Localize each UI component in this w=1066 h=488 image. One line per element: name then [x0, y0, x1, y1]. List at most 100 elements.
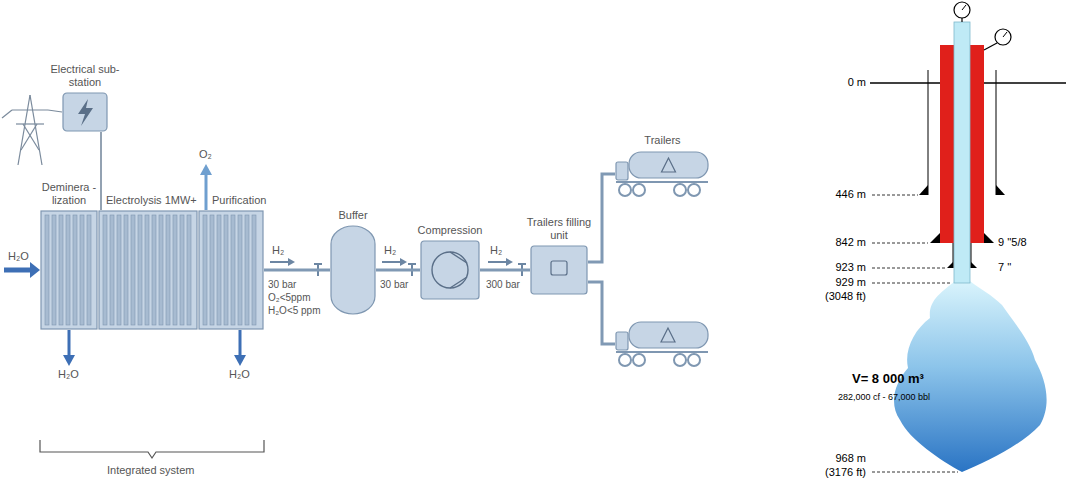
volume-label: V= 8 000 m³	[852, 371, 924, 387]
flow-label: H₂O	[8, 250, 29, 263]
well-casing	[996, 70, 997, 195]
electrolysis-unit-shape	[99, 211, 197, 329]
pressure-label: 30 bar	[380, 278, 408, 291]
flow-arrow	[270, 261, 289, 263]
purification-unit-shape	[203, 215, 207, 325]
well-casing	[947, 262, 953, 268]
flow-label: H₂O	[229, 368, 250, 381]
flow-label: H₂	[490, 244, 502, 257]
trailer-shape	[616, 162, 628, 180]
bracket	[40, 440, 264, 458]
purity-label: H₂O<5 ppm	[268, 304, 321, 317]
casing-size: 7 ''	[998, 261, 1011, 274]
purification-unit-shape	[217, 215, 221, 325]
depth-leader	[872, 243, 928, 244]
depth-leader	[872, 195, 958, 472]
filling-unit-shape	[531, 246, 587, 294]
trailer-shape	[633, 184, 645, 196]
compressor-shape	[450, 277, 467, 288]
well-casing	[919, 185, 928, 195]
well-casing	[870, 22, 1066, 283]
electrolysis-unit-shape	[117, 215, 121, 325]
electrolysis-unit-shape	[145, 215, 149, 325]
trailer-shape	[688, 184, 700, 196]
demineralization-unit-shape	[45, 215, 49, 325]
power-pylon	[16, 123, 44, 124]
well-casing	[954, 22, 970, 283]
demineralization-unit-shape	[52, 215, 56, 325]
buffer-tank-shape	[330, 225, 376, 315]
purification-unit-shape	[199, 211, 263, 329]
power-connection	[100, 132, 102, 210]
well-casing	[971, 262, 977, 268]
pressure-gauge	[984, 43, 997, 50]
demineralization-unit-shape	[59, 215, 63, 325]
water-inlet-arrow	[4, 268, 32, 273]
purification-unit-shape	[231, 215, 235, 325]
depth-leader	[872, 472, 958, 473]
pressure-label: 300 bar	[486, 278, 520, 291]
power-pylon	[21, 124, 37, 150]
hydrogen-pipe	[480, 269, 530, 272]
valve-symbol	[518, 263, 526, 265]
demineralization-unit-shape	[80, 215, 84, 325]
hydrogen-pipe	[588, 174, 615, 262]
trailer-shape	[615, 150, 710, 198]
trailer-shape	[674, 184, 686, 196]
valve-symbol	[408, 263, 416, 265]
substation-box-shape	[63, 93, 107, 131]
filling-unit-shape	[551, 261, 567, 275]
depth-label: 929 m	[835, 276, 866, 289]
depth-label: 0 m	[848, 76, 866, 89]
depth-label: 923 m	[835, 261, 866, 274]
water-inlet-arrow	[30, 262, 40, 278]
node-heading: Trailers filling unit	[523, 216, 595, 242]
electrolysis-unit-shape	[166, 215, 170, 325]
node-heading: Electrical sub-station	[45, 63, 125, 89]
well-casing	[984, 233, 994, 243]
water-drain-arrow	[63, 355, 75, 366]
electrolysis-unit-shape	[110, 215, 114, 325]
water-drain-arrow	[68, 330, 71, 357]
electrolysis-unit-shape	[131, 215, 135, 325]
demineralization-unit: Deminera -lization	[40, 210, 98, 330]
node-heading: Trailers	[623, 134, 703, 147]
electrolysis-unit-shape	[98, 210, 198, 330]
trailer-shape	[629, 152, 708, 178]
compressor-shape	[432, 252, 468, 288]
electrolysis-unit-shape	[152, 215, 156, 325]
depth-label: 842 m	[835, 236, 866, 249]
depth-leader	[872, 283, 952, 284]
flow-arrow	[488, 261, 507, 263]
purification-unit-shape	[210, 215, 214, 325]
pressure-gauge	[962, 5, 966, 10]
node-heading: Buffer	[323, 209, 383, 222]
pressure-gauge	[995, 29, 1011, 45]
oxygen-outlet-arrow	[205, 173, 208, 210]
flow-arrow	[400, 258, 407, 266]
trailer-icon	[688, 354, 700, 366]
demineralization-unit-shape	[66, 215, 70, 325]
substation-box: Electrical sub-station	[62, 92, 108, 132]
water-drain-arrow	[63, 330, 246, 366]
well-casing	[940, 45, 954, 243]
power-line	[48, 110, 62, 112]
trailer-icon	[616, 332, 628, 350]
trailer-icon	[619, 354, 631, 366]
power-pylon	[30, 95, 42, 165]
compressor-shape	[421, 241, 479, 299]
purification-unit-shape	[224, 215, 228, 325]
electrolysis-unit-shape	[138, 215, 142, 325]
electrolysis-unit-shape	[173, 215, 177, 325]
trailer-pipe	[588, 282, 615, 344]
demineralization-unit-shape	[41, 211, 97, 329]
trailer-pipe	[588, 282, 615, 344]
demineralization-unit-shape	[87, 215, 91, 325]
flow-label: H₂	[272, 244, 284, 257]
purification-unit-shape	[252, 215, 256, 325]
compressor-shape	[420, 240, 480, 300]
valve-symbol	[314, 263, 322, 265]
depth-label: 968 m	[835, 452, 866, 465]
electrolysis-unit: Electrolysis 1MW+	[98, 210, 198, 330]
hydrogen-pipe	[376, 269, 420, 272]
